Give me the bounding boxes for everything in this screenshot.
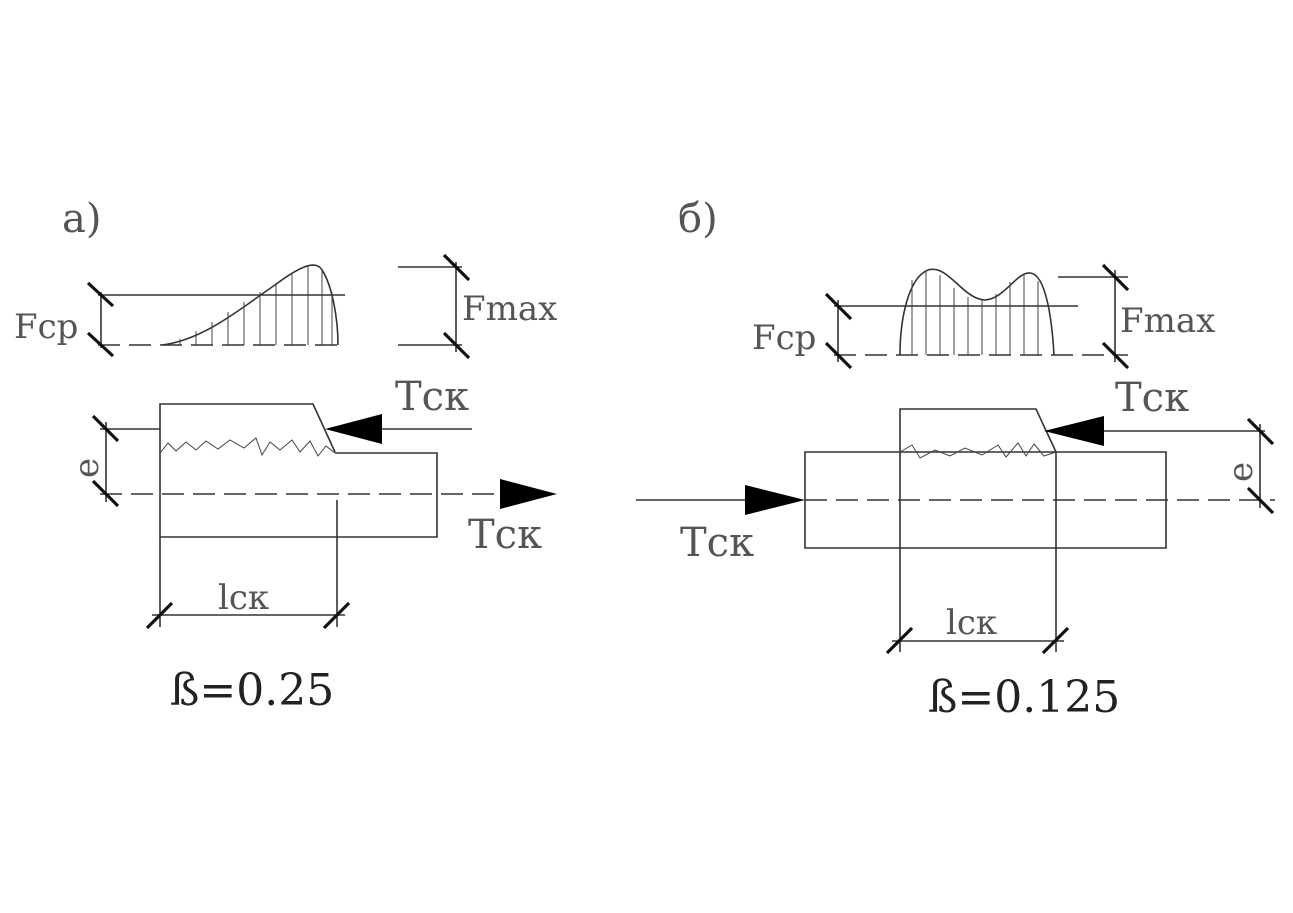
panel-b-force-max-label: Fmax [1120,301,1215,341]
panel-b-top-force-arrowhead [1044,416,1104,446]
panel-b-shear-top-label: Tск [1115,375,1189,421]
panel-b-l-tick-left [885,626,914,655]
panel-a-e-tick-top [91,414,120,443]
panel-a-avg-tick-bottom [86,331,115,358]
panel-a-max-tick-top [442,253,471,282]
panel-b-left-force-arrowhead [745,485,805,515]
panel-a-lower-plate [159,452,438,538]
panel-b-shear-bottom-label: Tск [680,520,754,566]
panel-b-avg-tick-bottom [824,341,853,370]
panel-b-force-distribution: Fср Fmax [752,263,1215,370]
panel-a-e-tick-bottom [91,479,120,508]
panel-a-force-avg-label: Fср [14,307,78,347]
panel-b-avg-tick-top [824,292,853,321]
panel-a-max-tick-bottom [442,331,471,360]
panel-a-l-tick-left [145,601,174,630]
panel-a-shear-bottom-label: Tск [468,512,542,558]
panel-a-joint: Tск Tск е lск [67,374,557,630]
panel-b: б) Fср [636,196,1275,723]
panel-a-hatching [179,266,333,345]
panel-a-top-force-arrowhead [325,414,382,444]
panel-b-l-tick-right [1041,626,1070,655]
panel-b-weld-seam [899,442,1057,459]
panel-a-eccentricity-label: е [67,458,107,478]
panel-a: а) Fср [14,196,557,716]
panel-b-lower-plate [804,451,1167,549]
panel-b-max-tick-top [1101,263,1130,292]
panel-a-beta-label: ß=0.25 [170,665,334,716]
panel-b-hatching [911,270,1039,355]
panel-a-shear-top-label: Tск [395,374,469,420]
panel-b-length-label: lск [946,603,997,643]
panel-b-eccentricity-label: е [1221,462,1261,482]
panel-b-e-tick-bottom [1246,486,1275,515]
panel-a-caption: а) [62,196,101,242]
panel-a-l-tick-right [322,601,351,630]
panel-a-force-max-label: Fmax [462,289,557,329]
panel-a-force-curve [161,264,339,346]
panel-b-e-tick-top [1246,417,1275,446]
panel-b-joint: Tск Tск е lск [636,375,1275,655]
panel-a-length-label: lск [218,578,269,618]
panel-a-force-distribution: Fср Fmax [14,253,557,360]
panel-a-bottom-force-arrowhead [500,479,557,509]
panel-b-force-curve [899,268,1055,356]
panel-a-weld-seam [159,437,336,457]
panel-b-force-avg-label: Fср [752,318,816,358]
panel-a-avg-tick-top [86,281,115,308]
panel-b-beta-label: ß=0.125 [928,672,1120,723]
panel-b-max-tick-bottom [1101,341,1130,370]
panel-b-caption: б) [678,196,718,242]
